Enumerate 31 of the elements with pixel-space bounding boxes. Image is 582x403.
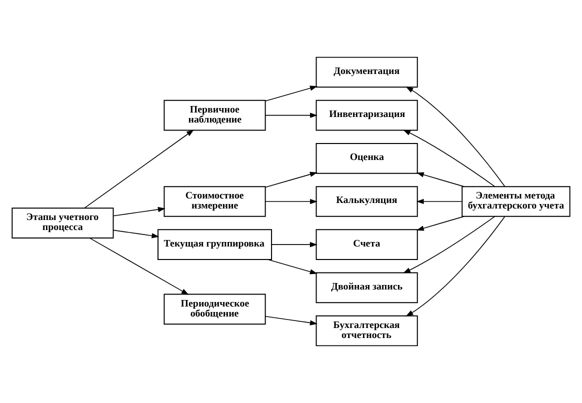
arrow xyxy=(416,216,464,231)
arrow xyxy=(267,259,318,274)
node-box: Оценка xyxy=(316,143,418,174)
arrow xyxy=(265,316,318,326)
arrow xyxy=(265,198,318,204)
node-box: Инвентаризация xyxy=(316,100,418,131)
arrow xyxy=(265,172,318,188)
node-box: Периодическое обобщение xyxy=(164,294,266,325)
node-box: Стоимостное измерение xyxy=(164,186,266,217)
arrow xyxy=(402,216,496,274)
node-box: Текущая группировка xyxy=(158,229,272,260)
arrow xyxy=(113,230,160,238)
arrow xyxy=(113,206,166,216)
arrow xyxy=(265,86,318,102)
arrow xyxy=(271,242,318,248)
node-box: Двойная запись xyxy=(316,272,418,304)
arrow xyxy=(416,172,464,187)
arrow xyxy=(416,198,462,204)
node-box: Счета xyxy=(316,229,418,260)
node-box: Первичное наблюдение xyxy=(164,100,266,131)
node-box: Документация xyxy=(316,56,418,88)
arrow xyxy=(402,130,496,187)
node-box: Калькуляция xyxy=(316,186,418,217)
arrow xyxy=(89,238,189,295)
node-box: Этапы учетного процесса xyxy=(12,208,114,238)
arrow xyxy=(406,216,506,316)
arrow xyxy=(406,86,506,187)
node-box: Элементы метода бухгалтерского учета xyxy=(462,186,570,217)
arrow xyxy=(265,112,318,118)
arrow xyxy=(84,130,194,208)
node-box: Бухгалтерская отчетность xyxy=(316,315,418,346)
